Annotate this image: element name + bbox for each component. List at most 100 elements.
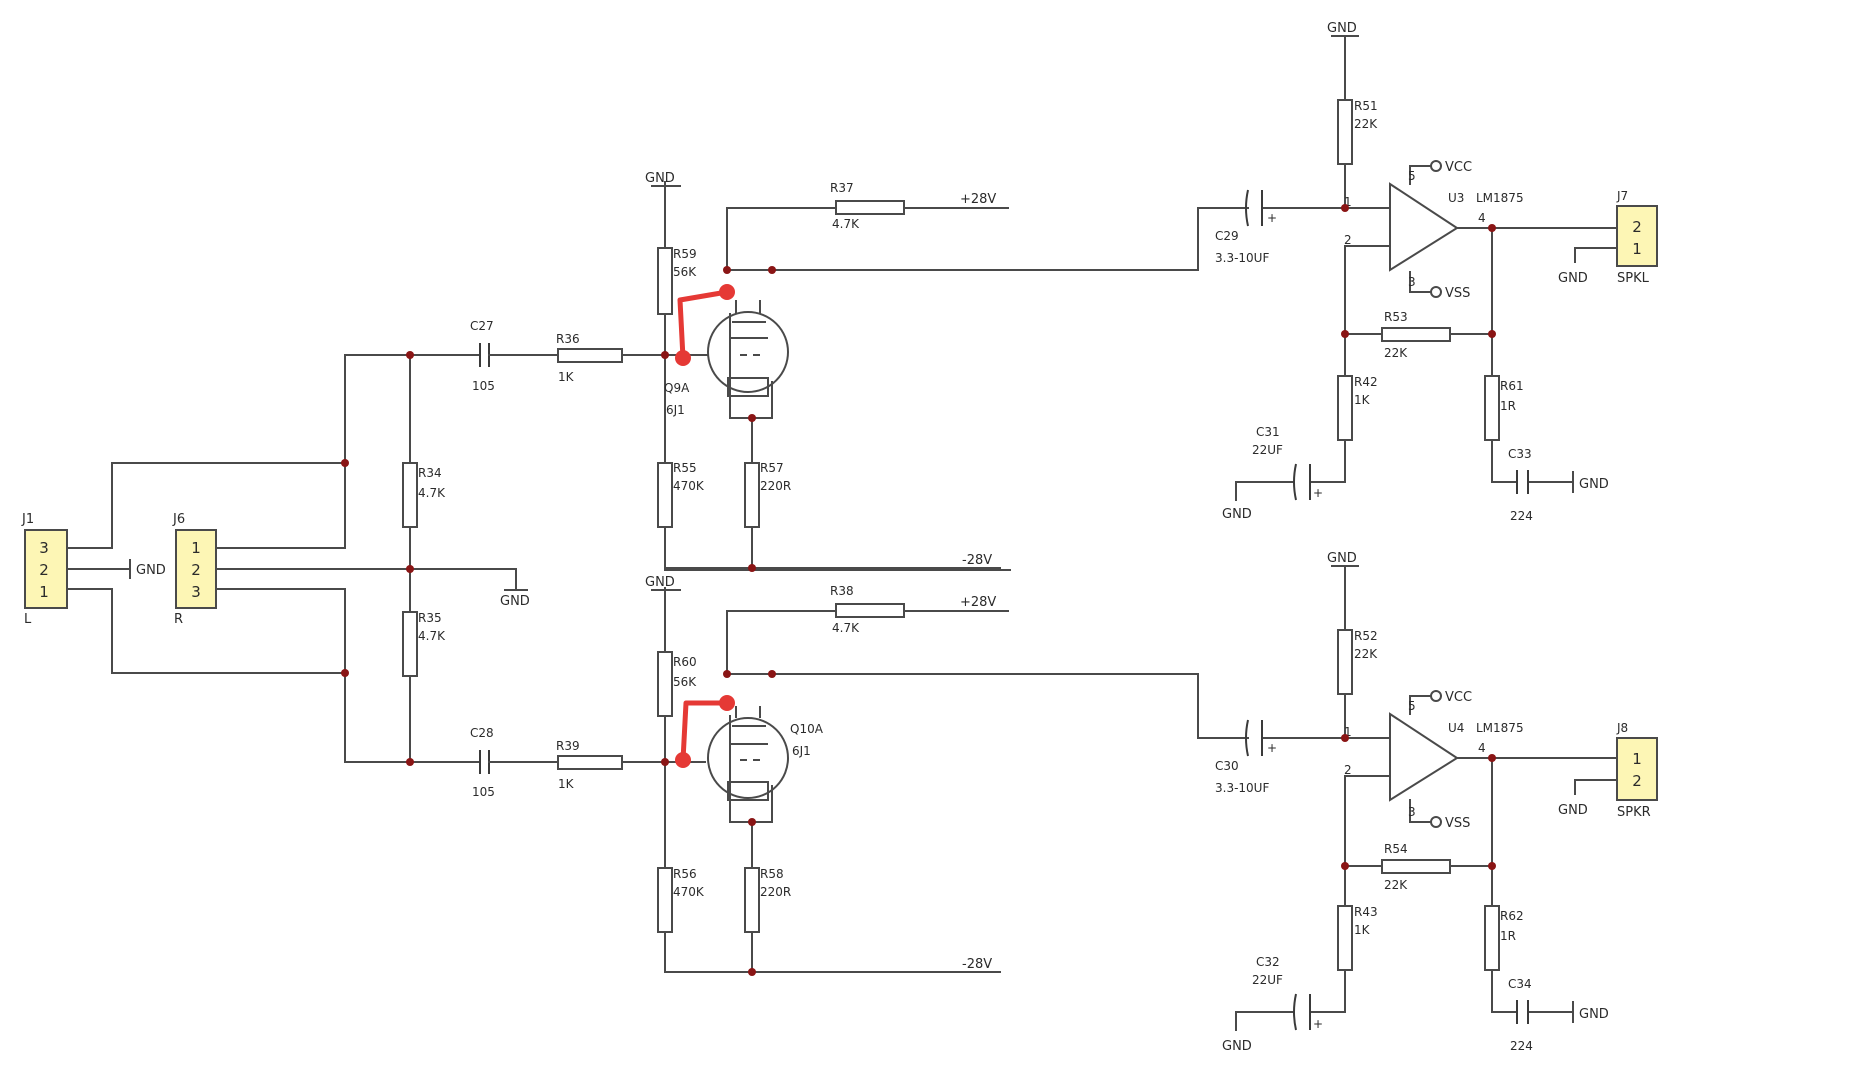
amp-u4: 1 2 5 3 4 U4 LM1875 VCC VSS (1344, 690, 1524, 831)
gnd-label-c32: GND (1222, 1039, 1252, 1054)
svg-text:56K: 56K (673, 265, 697, 279)
svg-text:4.7K: 4.7K (418, 486, 446, 500)
svg-text:6J1: 6J1 (666, 403, 685, 417)
svg-text:2: 2 (1632, 772, 1642, 790)
svg-text:R55: R55 (673, 461, 697, 475)
svg-text:R35: R35 (418, 611, 442, 625)
supply-plus28-top: +28V (960, 192, 996, 207)
svg-text:1: 1 (39, 583, 49, 601)
svg-text:L: L (24, 612, 32, 627)
svg-text:4: 4 (1478, 211, 1486, 225)
svg-text:C34: C34 (1508, 977, 1532, 991)
supply-minus28-bottom: -28V (962, 957, 992, 972)
resistor-r62: R62 1R (1484, 905, 1524, 971)
svg-text:R42: R42 (1354, 375, 1378, 389)
svg-text:22UF: 22UF (1252, 973, 1283, 987)
svg-text:R53: R53 (1384, 310, 1408, 324)
svg-text:2: 2 (1344, 763, 1352, 777)
junction-dots (341, 204, 1496, 976)
svg-text:C33: C33 (1508, 447, 1532, 461)
amp-top-wiring (1197, 35, 1618, 501)
resistor-r54: R54 22K (1381, 842, 1451, 892)
svg-text:C28: C28 (470, 726, 494, 740)
svg-text:C31: C31 (1256, 425, 1280, 439)
red-annotation-bottom (675, 695, 735, 768)
resistor-r38: R38 4.7K (830, 584, 905, 635)
tube-q9a: Q9A 6J1 (664, 300, 789, 417)
svg-text:VSS: VSS (1445, 286, 1470, 301)
resistor-r52: R52 22K (1337, 629, 1378, 695)
capacitor-c28: C28 105 (470, 726, 559, 799)
svg-text:+: + (1267, 741, 1277, 755)
capacitor-c33: C33 224 (1508, 447, 1574, 523)
tube-q10a: Q10A 6J1 (707, 706, 824, 801)
svg-text:2: 2 (39, 561, 49, 579)
svg-text:J1: J1 (21, 512, 34, 527)
svg-text:1R: 1R (1500, 929, 1516, 943)
gnd-label-j1: GND (136, 563, 166, 578)
gnd-label-c34: GND (1579, 1007, 1609, 1022)
gnd-label-input: GND (500, 594, 530, 609)
resistor-r55: R55 470K (657, 461, 705, 528)
svg-text:22UF: 22UF (1252, 443, 1283, 457)
svg-text:SPKR: SPKR (1617, 805, 1651, 820)
svg-text:1: 1 (1632, 750, 1642, 768)
svg-text:VCC: VCC (1445, 690, 1472, 705)
resistor-r34: R34 4.7K (402, 462, 446, 528)
svg-text:J7: J7 (1616, 189, 1628, 203)
tube-stage-bottom-wiring (664, 587, 1249, 973)
svg-text:+: + (1313, 1017, 1323, 1031)
svg-text:R60: R60 (673, 655, 697, 669)
svg-text:C29: C29 (1215, 229, 1239, 243)
svg-text:R61: R61 (1500, 379, 1524, 393)
gnd-label-r52: GND (1327, 551, 1357, 566)
svg-text:R56: R56 (673, 867, 697, 881)
gnd-label-r60: GND (645, 575, 675, 590)
svg-text:1: 1 (1344, 195, 1352, 209)
resistor-r59: R59 56K (657, 247, 697, 315)
svg-text:3.3-10UF: 3.3-10UF (1215, 781, 1269, 795)
resistor-r36: R36 1K (556, 332, 666, 384)
resistor-r51: R51 22K (1337, 99, 1378, 165)
gnd-label-j7: GND (1558, 271, 1588, 286)
svg-text:SPKL: SPKL (1617, 271, 1650, 286)
svg-text:3: 3 (39, 539, 49, 557)
svg-text:2: 2 (1344, 233, 1352, 247)
svg-text:22K: 22K (1354, 117, 1378, 131)
svg-text:220R: 220R (760, 885, 791, 899)
svg-text:R57: R57 (760, 461, 784, 475)
svg-text:VCC: VCC (1445, 160, 1472, 175)
resistor-r39: R39 1K (556, 739, 666, 791)
supply-plus28-bottom: +28V (960, 595, 996, 610)
resistor-r61: R61 1R (1484, 375, 1524, 441)
resistor-r60: R60 56K (657, 651, 697, 717)
svg-text:C30: C30 (1215, 759, 1239, 773)
svg-text:R37: R37 (830, 181, 854, 195)
svg-text:2: 2 (191, 561, 201, 579)
connector-j1: J1 3 2 1 L (21, 512, 68, 627)
svg-text:U4: U4 (1448, 721, 1464, 735)
svg-text:105: 105 (472, 379, 495, 393)
svg-text:22K: 22K (1354, 647, 1378, 661)
red-annotation-top (675, 284, 735, 366)
svg-text:1K: 1K (1354, 923, 1371, 937)
resistor-r35: R35 4.7K (402, 611, 446, 677)
capacitor-c32: + C32 22UF (1252, 955, 1323, 1031)
svg-text:C27: C27 (470, 319, 494, 333)
amp-u3: 1 2 5 3 4 U3 LM1875 VCC VSS (1344, 160, 1524, 301)
svg-text:4: 4 (1478, 741, 1486, 755)
svg-text:R43: R43 (1354, 905, 1378, 919)
gnd-label-c31: GND (1222, 507, 1252, 522)
gnd-label-r51: GND (1327, 21, 1357, 36)
svg-text:R38: R38 (830, 584, 854, 598)
svg-text:C32: C32 (1256, 955, 1280, 969)
connector-j7: J7 2 1 SPKL (1616, 189, 1658, 286)
connector-j6: J6 1 2 3 R (172, 512, 217, 627)
svg-text:J6: J6 (172, 512, 185, 527)
svg-text:R51: R51 (1354, 99, 1378, 113)
svg-text:1K: 1K (558, 777, 575, 791)
resistor-r58: R58 220R (744, 867, 791, 933)
svg-text:1K: 1K (1354, 393, 1371, 407)
